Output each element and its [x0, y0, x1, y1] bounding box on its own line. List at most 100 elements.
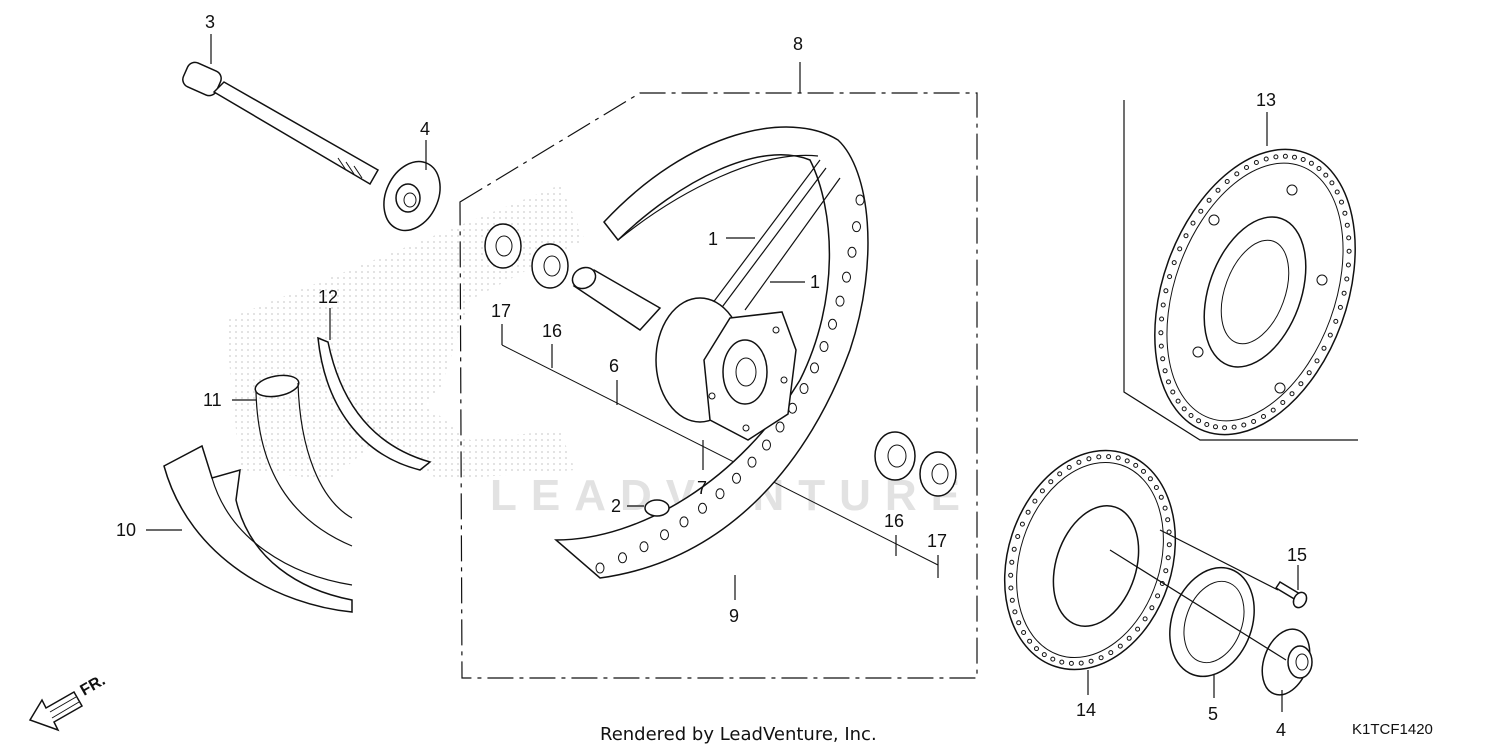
drill-hole — [1050, 656, 1056, 662]
drill-hole — [1196, 418, 1202, 424]
spoke-hole — [852, 221, 861, 233]
callout-brake-disc-upper: 13 — [1256, 90, 1276, 110]
drill-hole — [1078, 660, 1084, 666]
spoke-hole — [775, 421, 785, 433]
spoke-hole — [660, 529, 669, 541]
drill-hole — [1012, 609, 1018, 615]
drill-hole — [1068, 660, 1074, 666]
drill-hole — [1244, 165, 1249, 170]
drill-hole — [1241, 422, 1247, 428]
drill-hole — [1096, 454, 1102, 460]
direction-label: FR. — [78, 672, 109, 700]
drill-hole — [1126, 635, 1132, 641]
drill-hole — [1253, 160, 1259, 165]
spoke-hole — [698, 502, 707, 514]
callout-bearing-right-inner: 16 — [884, 511, 904, 531]
drill-hole — [1204, 422, 1210, 427]
pulser-ring — [1169, 566, 1255, 678]
drill-hole — [1019, 521, 1025, 527]
drill-hole — [1314, 358, 1320, 364]
assembly-axis-line — [501, 344, 939, 566]
callout-bearing-right-outer: 17 — [927, 531, 947, 551]
drill-hole — [1183, 233, 1189, 239]
bolt-axis-line — [1159, 529, 1279, 591]
drill-hole — [1159, 316, 1165, 322]
drill-hole — [1181, 406, 1187, 412]
drill-hole — [1124, 458, 1130, 464]
callout-axle-collar-bottom: 4 — [1276, 720, 1286, 740]
drill-hole — [1234, 171, 1240, 177]
drill-hole — [1337, 304, 1343, 310]
drill-hole — [1346, 248, 1352, 254]
drill-hole — [1086, 456, 1092, 462]
spoke-hole — [847, 246, 857, 258]
callout-distance-collar: 6 — [609, 356, 619, 376]
spoke-hole — [639, 541, 649, 553]
collar-axis-line — [1109, 549, 1287, 661]
drill-hole — [1339, 199, 1344, 205]
valve-cap — [644, 499, 670, 517]
drill-hole — [1263, 156, 1269, 162]
drill-hole — [1165, 555, 1171, 561]
drill-hole — [1329, 180, 1335, 186]
bearing-right-outer — [919, 451, 957, 497]
drill-hole — [1098, 655, 1104, 661]
callout-tire: 10 — [116, 520, 136, 540]
drill-hole — [1041, 652, 1047, 658]
disc-bolt — [1274, 580, 1308, 609]
drill-hole — [1273, 154, 1279, 160]
bearing-right-inner — [874, 431, 916, 481]
footer-credit: Rendered by LeadVenture, Inc. — [600, 724, 877, 745]
drill-hole — [1342, 210, 1348, 216]
drill-hole — [1034, 646, 1039, 652]
front-direction-arrow — [28, 690, 84, 732]
drill-hole — [1025, 509, 1031, 515]
drill-hole — [1057, 471, 1063, 477]
drill-hole — [1282, 153, 1288, 159]
drill-hole — [1147, 476, 1153, 482]
spoke-a-inner — [707, 167, 827, 327]
drill-hole — [1175, 398, 1181, 404]
spoke-hole — [819, 341, 829, 352]
spoke-hole — [715, 488, 725, 500]
axle-shaft — [182, 61, 380, 186]
drill-hole — [1280, 400, 1286, 405]
drill-hole — [1215, 187, 1221, 193]
drill-hole — [1321, 345, 1327, 351]
brake-disc-lower — [1003, 449, 1177, 671]
spoke-hole — [810, 362, 819, 374]
drill-hole — [1224, 179, 1230, 184]
drill-hole — [1188, 413, 1194, 418]
drill-hole — [1213, 424, 1218, 430]
drill-hole — [1008, 572, 1014, 578]
drill-hole — [1135, 626, 1141, 632]
spoke-hole — [618, 552, 627, 564]
drill-hole — [1300, 157, 1306, 162]
callout-spoke-b: 1 — [810, 272, 820, 292]
rim-band — [317, 336, 432, 471]
drill-hole — [1048, 479, 1054, 485]
callout-bearing-left-inner: 16 — [542, 321, 562, 341]
callout-brake-disc-lower: 14 — [1076, 700, 1096, 720]
drill-hole — [1011, 546, 1017, 552]
drill-hole — [1165, 517, 1171, 523]
drill-hole — [1039, 488, 1045, 494]
drill-hole — [1306, 370, 1312, 376]
drill-hole — [1327, 332, 1333, 338]
drill-hole — [1162, 368, 1168, 374]
diagram-code: K1TCF1420 — [1352, 721, 1433, 738]
callout-valve-cap: 2 — [611, 496, 621, 516]
callout-spoke-a: 1 — [708, 229, 718, 249]
drill-hole — [1153, 485, 1159, 490]
drill-hole — [1117, 643, 1123, 649]
callout-axle: 3 — [205, 12, 215, 32]
spoke-hole — [828, 318, 837, 330]
drill-hole — [1344, 276, 1350, 282]
disc-upper-bracket — [1123, 100, 1358, 441]
drill-hole — [1308, 160, 1314, 166]
callout-tube: 11 — [203, 390, 222, 410]
drill-hole — [1133, 462, 1139, 468]
drill-hole — [1333, 318, 1339, 324]
drill-hole — [1163, 288, 1169, 294]
